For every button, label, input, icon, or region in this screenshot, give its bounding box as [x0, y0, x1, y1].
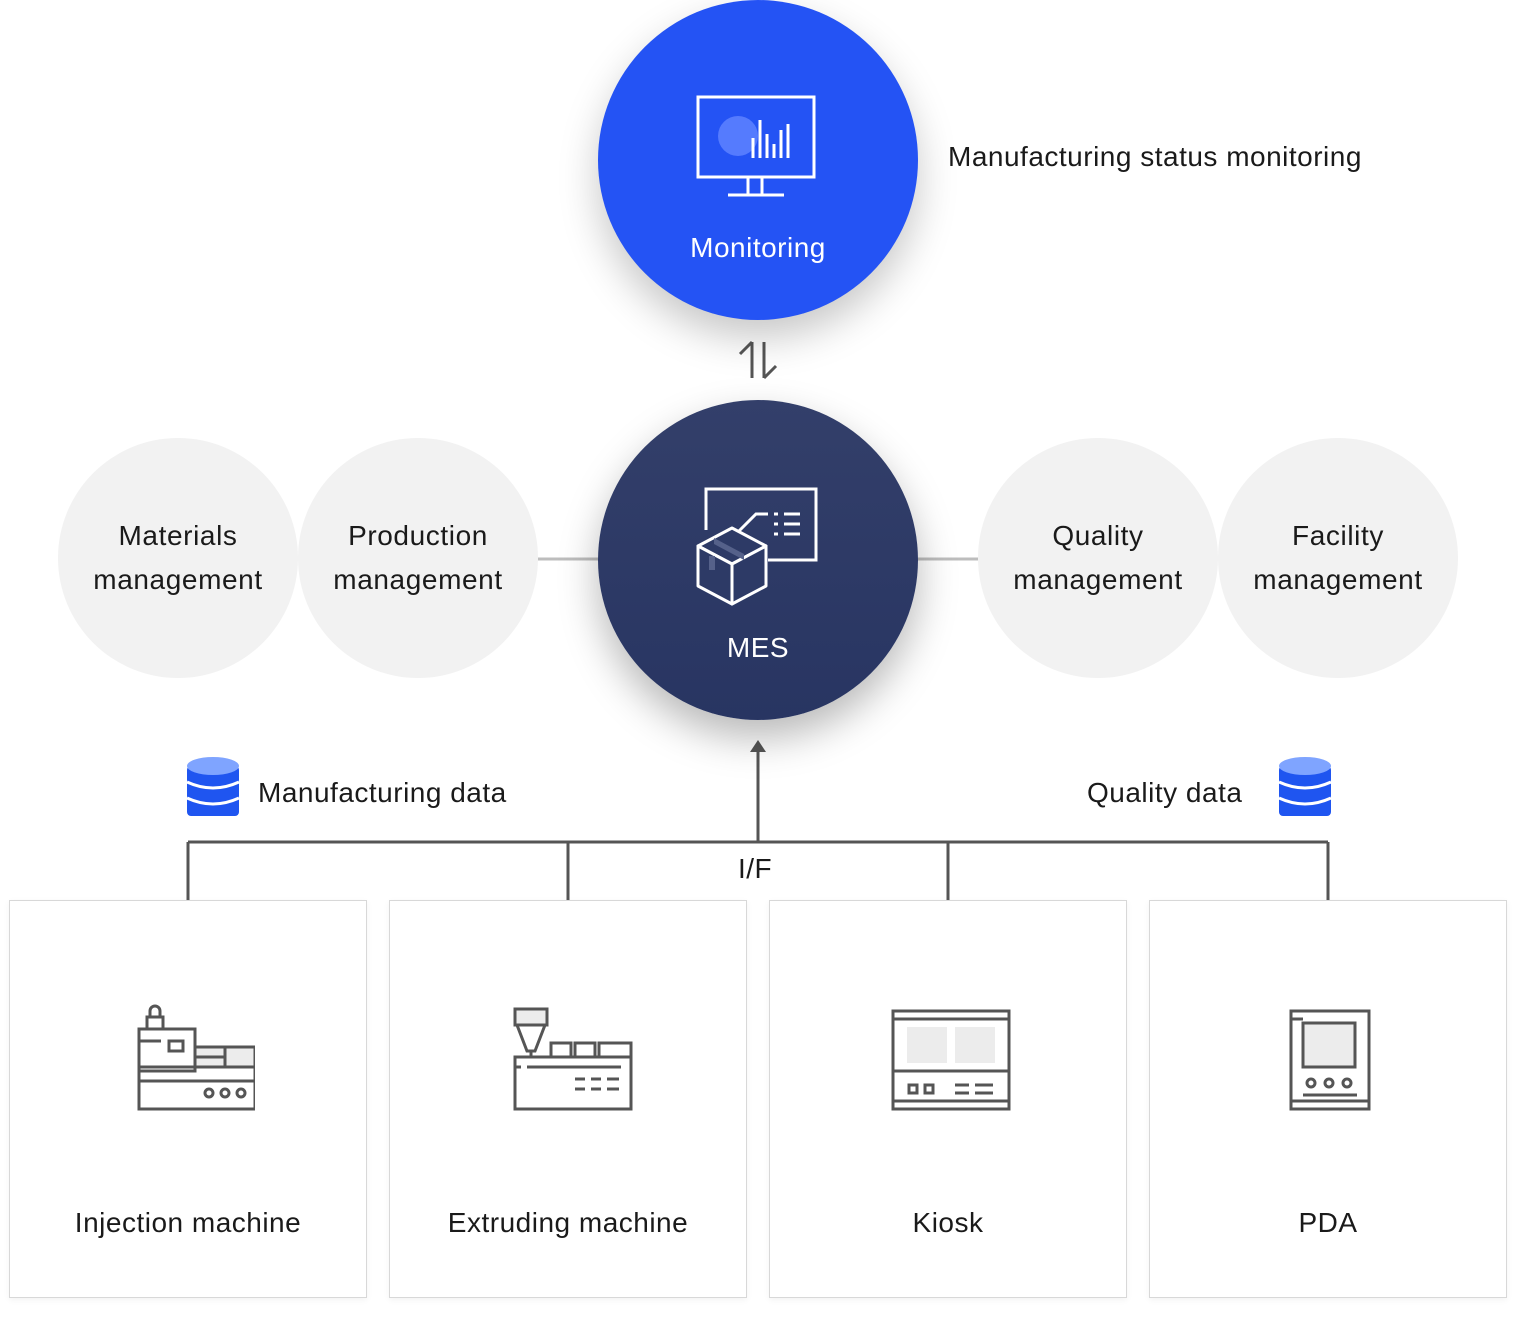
injection-machine-icon [137, 1004, 255, 1111]
quality-management-node[interactable]: Quality management [978, 438, 1218, 678]
quality-management-line2: management [1013, 564, 1183, 595]
kiosk-icon [891, 1009, 1011, 1111]
device-card-kiosk[interactable]: Kiosk [769, 900, 1127, 1298]
injection-machine-label: Injection machine [74, 1207, 302, 1238]
manufacturing-database-icon [186, 757, 240, 816]
if-to-mes-arrowhead [750, 740, 766, 752]
monitoring-node[interactable]: Monitoring [598, 0, 918, 320]
device-card-pda[interactable]: PDA [1149, 900, 1507, 1298]
quality-data-label: Quality data [1087, 777, 1243, 808]
pda-icon [1289, 1009, 1371, 1111]
materials-management-node[interactable]: Materials management [58, 438, 298, 678]
kiosk-label: Kiosk [912, 1207, 984, 1238]
facility-management-line2: management [1253, 564, 1423, 595]
facility-management-node[interactable]: Facility management [1218, 438, 1458, 678]
materials-management-line1: Materials [118, 520, 238, 551]
facility-management-line1: Facility [1292, 520, 1384, 551]
production-management-line2: management [333, 564, 503, 595]
quality-database-icon [1278, 757, 1332, 816]
device-card-injection[interactable]: Injection machine [9, 900, 367, 1298]
monitor-chart-icon [696, 95, 816, 197]
interface-label: I/F [738, 853, 773, 884]
materials-management-line2: management [93, 564, 263, 595]
quality-management-line1: Quality [1052, 520, 1144, 551]
monitoring-label: Monitoring [690, 232, 826, 263]
pda-label: PDA [1298, 1207, 1358, 1238]
manufacturing-data-label: Manufacturing data [258, 777, 507, 808]
mes-label: MES [726, 632, 790, 663]
extruding-machine-label: Extruding machine [447, 1207, 689, 1238]
monitoring-description: Manufacturing status monitoring [948, 141, 1362, 172]
production-management-line1: Production [348, 520, 488, 551]
device-card-extruding[interactable]: Extruding machine [389, 900, 747, 1298]
mes-box-icon [696, 487, 818, 606]
extruding-machine-icon [513, 1007, 633, 1111]
mes-node[interactable]: MES [598, 400, 918, 720]
production-management-node[interactable]: Production management [298, 438, 538, 678]
bidirectional-arrow-icon [738, 340, 778, 380]
